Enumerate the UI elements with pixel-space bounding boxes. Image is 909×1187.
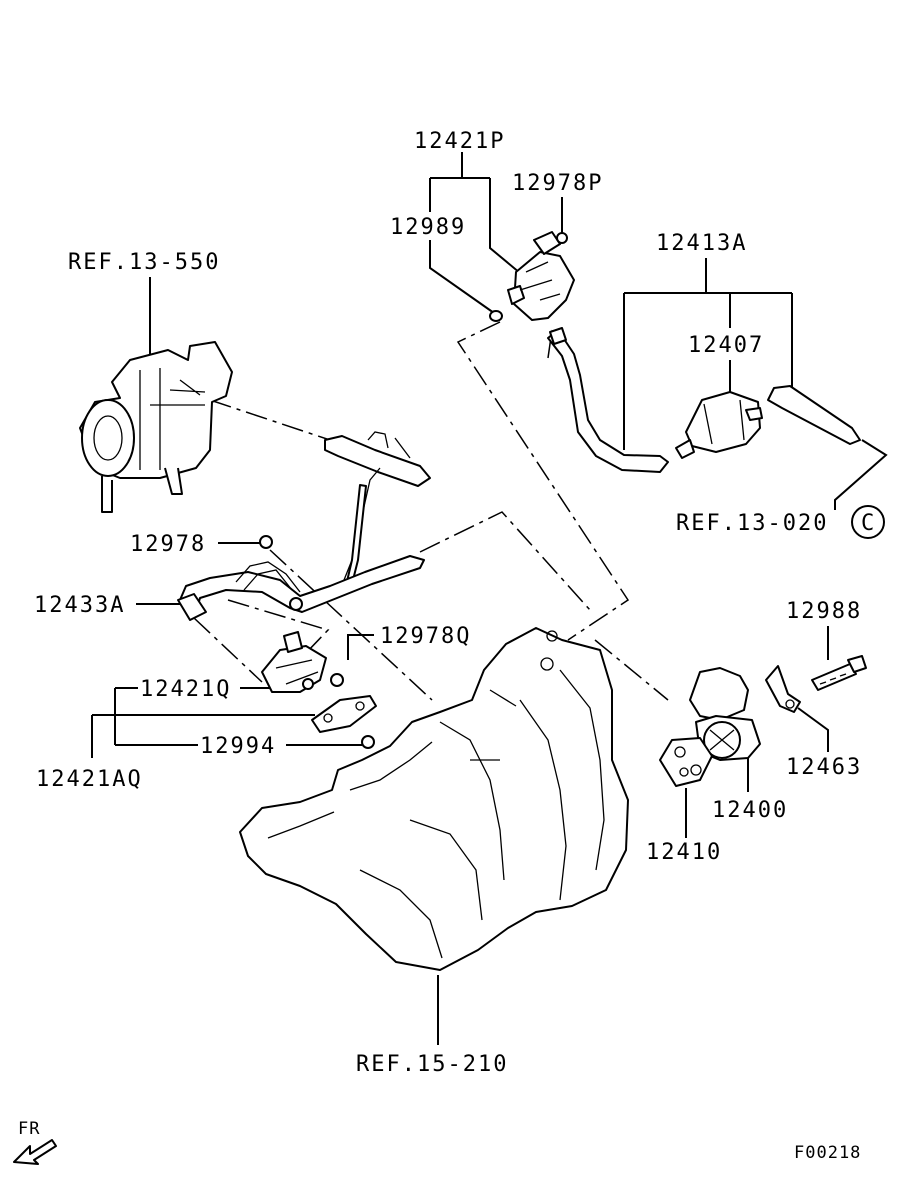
ref-c-callout <box>851 505 885 539</box>
label-12978P: 12978P <box>512 171 603 196</box>
label-ref-13-550: REF.13-550 <box>68 250 220 275</box>
label-12463: 12463 <box>786 755 862 780</box>
label-12400: 12400 <box>712 798 788 823</box>
label-ref-15-210: REF.15-210 <box>356 1052 508 1077</box>
label-circle-c: C <box>861 511 876 536</box>
bolt-12988-part <box>811 655 867 691</box>
vacuum-hose-harness-part <box>177 431 431 621</box>
label-12421P: 12421P <box>414 129 505 154</box>
label-12988: 12988 <box>786 599 862 624</box>
label-12978: 12978 <box>130 532 206 557</box>
front-direction-arrow-icon <box>13 1139 57 1165</box>
canister-hose-part <box>547 327 861 473</box>
label-fr: FR <box>18 1119 40 1139</box>
part-labels: 12421P 12978P 12989 12413A 12407 REF.13-… <box>18 129 876 1163</box>
leader-lines <box>91 152 888 1045</box>
throttle-body-part <box>79 341 233 513</box>
filter-12407-part <box>675 391 763 459</box>
gasket-12410-part <box>659 737 713 787</box>
label-12978Q: 12978Q <box>380 624 471 649</box>
gasket-12994-part <box>311 695 377 749</box>
figure-code: F00218 <box>794 1143 861 1163</box>
solenoid-valve-12421P-part <box>489 231 575 322</box>
label-12989: 12989 <box>390 215 466 240</box>
label-12407: 12407 <box>688 333 764 358</box>
intake-manifold-part <box>239 627 629 971</box>
connection-lines <box>193 321 669 701</box>
label-12994: 12994 <box>200 734 276 759</box>
label-12421Q: 12421Q <box>140 677 231 702</box>
label-12410: 12410 <box>646 840 722 865</box>
label-12421AQ: 12421AQ <box>36 767 143 792</box>
solenoid-valve-12421Q-part <box>259 535 344 693</box>
label-ref-13-020: REF.13-020 <box>676 511 828 536</box>
label-12433A: 12433A <box>34 593 125 618</box>
label-12413A: 12413A <box>656 231 747 256</box>
bracket-12463-part <box>765 665 801 713</box>
egr-valve-12400-part <box>689 667 761 761</box>
circle-c-marker <box>851 505 885 539</box>
